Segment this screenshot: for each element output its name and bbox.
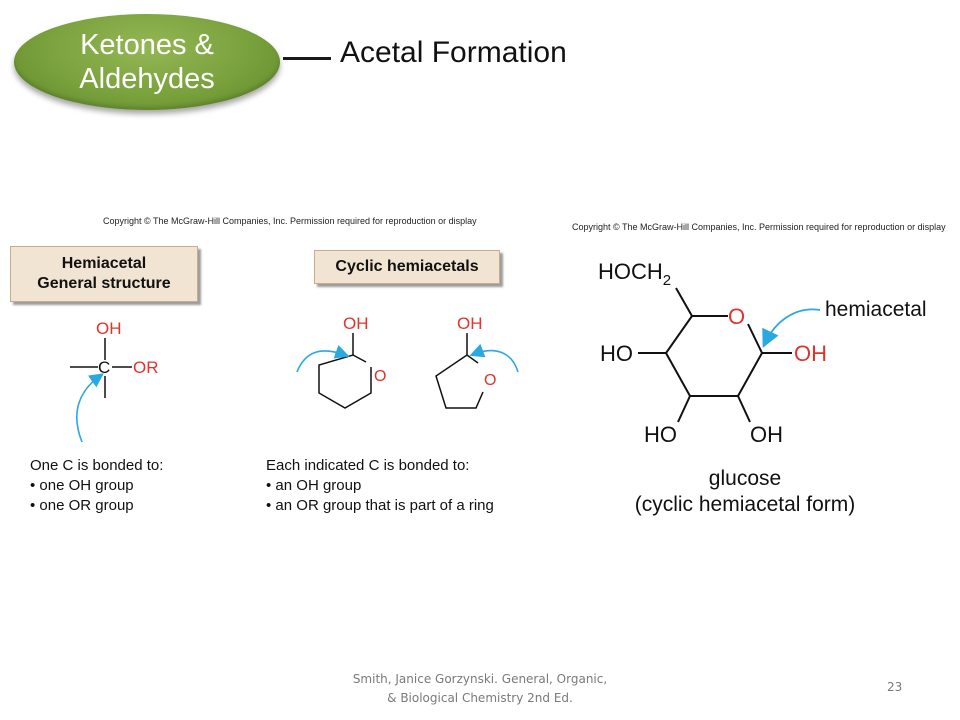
- section-badge-label: Ketones & Aldehydes: [79, 29, 215, 95]
- five-ring-o-atom: O: [484, 372, 496, 389]
- glucose-anomeric-oh: OH: [794, 341, 827, 366]
- five-membered-cyclic-hemiacetal: OH O: [435, 314, 519, 409]
- glucose-caption-form: (cyclic hemiacetal form): [634, 493, 856, 516]
- footer-citation-line: & Biological Chemistry 2nd Ed.: [387, 691, 573, 705]
- glucose-ho-left: HO: [600, 341, 633, 366]
- hemiacetal-label: hemiacetal: [825, 298, 927, 321]
- glucose-caption: glucose (cyclic hemiacetal form): [580, 466, 910, 518]
- hemiacetal-structures-diagram: OH C OR OH O OH O: [70, 314, 519, 443]
- general-hemiacetal-structure: OH C OR: [70, 319, 159, 443]
- glucose-ho-bottom: HO: [644, 422, 677, 447]
- six-ring-arrow: [296, 344, 350, 373]
- page-number: 23: [887, 680, 903, 694]
- title-connector-line: [283, 57, 331, 60]
- cyclic-description-item: • an OH group: [266, 477, 362, 494]
- general-description-item: • one OH group: [30, 477, 134, 494]
- hemiacetal-carbon-arrow: [76, 373, 104, 443]
- hemiacetal-or-atom: OR: [133, 358, 159, 377]
- cyclic-description-item: • an OR group that is part of a ring: [266, 497, 494, 514]
- five-ring-bonds: [435, 354, 484, 409]
- six-ring-oh-atom: OH: [343, 314, 369, 333]
- copyright-notice-left: Copyright © The McGraw-Hill Companies, I…: [103, 216, 477, 226]
- hemiacetal-general-structure-box: Hemiacetal General structure: [10, 246, 198, 302]
- cyclic-hemiacetal-description: Each indicated C is bonded to: • an OH g…: [266, 456, 494, 516]
- glucose-structure-diagram: HOCH2 O HO OH HO OH hemiacetal: [598, 259, 927, 447]
- general-hemiacetal-description: One C is bonded to: • one OH group • one…: [30, 456, 163, 516]
- copyright-notice-right: Copyright © The McGraw-Hill Companies, I…: [572, 222, 946, 232]
- glucose-c5-c6-bond: [675, 287, 693, 317]
- footer-citation-line: Smith, Janice Gorzynski. General, Organi…: [352, 672, 608, 686]
- section-badge: Ketones & Aldehydes: [14, 14, 280, 110]
- glucose-ring-o-atom: O: [728, 304, 745, 329]
- hemiacetal-c-atom: C: [98, 358, 110, 377]
- cyclic-hemiacetals-box: Cyclic hemiacetals: [314, 250, 500, 284]
- six-ring-bonds: [318, 354, 372, 409]
- glucose-oh-bottom: OH: [750, 422, 783, 447]
- five-ring-arrow: [469, 343, 519, 373]
- glucose-caption-name: glucose: [708, 467, 782, 490]
- glucose-hoch2-group: HOCH2: [598, 259, 671, 289]
- slide-title: Acetal Formation: [340, 36, 567, 69]
- glucose-c3-oh-bond: [677, 395, 691, 423]
- six-ring-o-atom: O: [374, 368, 386, 385]
- general-description-item: • one OR group: [30, 497, 134, 514]
- cyclic-hemiacetals-label: Cyclic hemiacetals: [335, 258, 479, 275]
- footer-citation: Smith, Janice Gorzynski. General, Organi…: [300, 670, 660, 708]
- general-description-title: One C is bonded to:: [30, 457, 164, 474]
- glucose-hoch2-label: HOCH: [598, 259, 663, 284]
- glucose-hoch2-subscript: 2: [663, 272, 671, 289]
- hemiacetal-general-structure-label: Hemiacetal General structure: [37, 255, 171, 292]
- hemiacetal-pointer-arrow: [762, 308, 821, 348]
- glucose-c2-oh-bond: [737, 395, 751, 423]
- cyclic-description-title: Each indicated C is bonded to:: [266, 457, 470, 474]
- glucose-ring-bonds: [664, 315, 764, 397]
- five-ring-oh-atom: OH: [457, 314, 483, 333]
- hemiacetal-oh-atom: OH: [96, 319, 122, 338]
- six-membered-cyclic-hemiacetal: OH O: [296, 314, 386, 409]
